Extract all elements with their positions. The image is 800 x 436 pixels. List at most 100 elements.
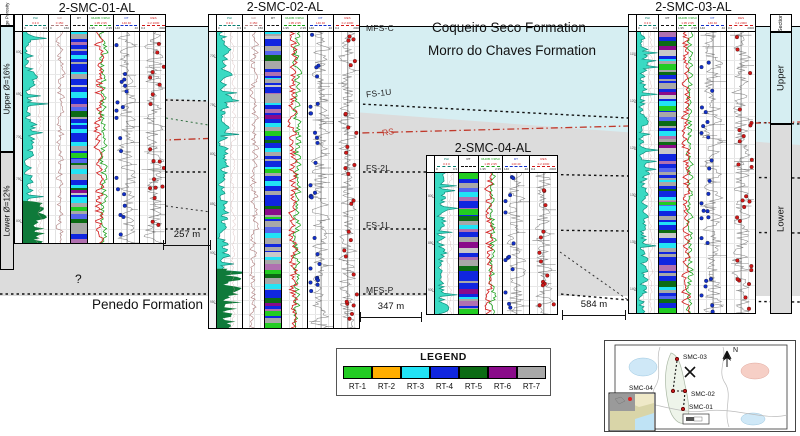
rt-band <box>265 308 281 311</box>
rt-band <box>659 60 676 65</box>
log-track-rhob-nphi[interactable] <box>282 32 308 328</box>
red-data-point <box>346 171 351 176</box>
log-track-caliper[interactable] <box>243 32 265 328</box>
log-track-rt-lithology[interactable] <box>71 32 88 243</box>
rt-band <box>265 35 281 39</box>
log-track-dt-blue[interactable] <box>114 32 140 243</box>
log-track-caliper[interactable] <box>49 32 71 243</box>
grid-line-h <box>308 46 333 48</box>
rt-band <box>265 77 281 80</box>
rt-band <box>71 139 87 142</box>
rt-band <box>659 196 676 200</box>
depth-label: 750 <box>16 176 22 181</box>
rt-band <box>71 211 87 214</box>
log-track-dt-blue[interactable] <box>699 32 727 313</box>
blue-data-point <box>508 193 513 198</box>
log-track-porosity[interactable] <box>435 173 459 314</box>
blue-data-point <box>121 214 126 219</box>
grid-line-h <box>308 187 333 189</box>
grid-line-h <box>114 186 139 188</box>
log-track-rhob-nphi[interactable] <box>88 32 114 243</box>
map-marker-smc-04[interactable] <box>671 389 675 393</box>
red-data-point <box>748 71 753 76</box>
rt-band <box>265 251 281 253</box>
left-section-header: Average Porosity <box>0 3 14 37</box>
grid-line-v <box>254 32 255 328</box>
log-track-res-red[interactable] <box>334 32 359 328</box>
rt-band <box>265 238 281 244</box>
rt-band <box>71 73 87 79</box>
track-curve-res-red <box>730 32 754 313</box>
log-track-rhob-nphi[interactable] <box>479 173 503 314</box>
blue-data-point <box>309 195 314 200</box>
log-track-porosity[interactable] <box>637 32 659 313</box>
rt-band <box>265 151 281 156</box>
grid-line-h <box>23 186 48 188</box>
log-track-dt-blue[interactable] <box>503 173 530 314</box>
log-track-rt-lithology[interactable] <box>265 32 282 328</box>
log-track-dt-blue[interactable] <box>308 32 334 328</box>
log-track-porosity[interactable] <box>23 32 49 243</box>
red-data-point <box>342 248 347 253</box>
log-track-rt-lithology[interactable] <box>659 32 677 313</box>
map-marker-smc-02[interactable] <box>683 389 687 393</box>
track-curve-dt-blue <box>699 32 726 313</box>
log-track-rhob-nphi[interactable] <box>677 32 699 313</box>
rt-band <box>71 78 87 85</box>
blue-data-point <box>699 105 704 110</box>
log-track-res-red[interactable] <box>140 32 165 243</box>
red-data-point <box>346 38 351 43</box>
blue-data-point <box>710 303 715 308</box>
grid-line-h <box>699 214 726 216</box>
rt-band <box>265 118 281 124</box>
grid-line-h <box>308 229 333 231</box>
rt-band <box>265 161 281 166</box>
log-track-porosity[interactable] <box>217 32 243 328</box>
blue-data-point <box>312 190 317 195</box>
grid-line-h <box>217 187 242 189</box>
rt-band <box>71 227 87 234</box>
map-marker-smc-01[interactable] <box>681 407 685 411</box>
red-data-point <box>354 130 359 135</box>
track-header-title: DT <box>124 16 129 20</box>
grid-line-h <box>334 271 359 273</box>
grid-line-h <box>503 285 529 287</box>
log-track-res-red[interactable] <box>530 173 557 314</box>
grid-line-v <box>42 32 44 243</box>
red-data-point <box>348 238 353 243</box>
grid-line-h <box>217 144 242 146</box>
depth-label: 1200 <box>630 99 637 104</box>
log-track-res-red[interactable] <box>727 32 755 313</box>
grid-line-h <box>637 284 658 286</box>
location-map[interactable]: SMC-03 SMC-04 SMC-02 SMC-01 N <box>604 340 796 432</box>
rt-band <box>659 139 676 143</box>
blue-data-point <box>315 101 320 106</box>
red-data-point <box>349 201 354 206</box>
blue-data-point <box>308 104 313 109</box>
red-data-point <box>749 157 754 162</box>
grid-line-h <box>88 130 113 132</box>
log-track-rt-lithology[interactable] <box>459 173 479 314</box>
blue-data-point <box>709 158 714 163</box>
grid-line-h <box>503 271 529 273</box>
map-marker-smc-03[interactable] <box>675 357 679 361</box>
rt-band <box>71 92 87 99</box>
grid-line-h <box>334 313 359 315</box>
legend-label-rt-4: RT-4 <box>435 382 454 391</box>
track-curve-dt-blue <box>114 32 139 243</box>
red-data-point <box>150 92 155 97</box>
blue-data-point <box>114 175 119 180</box>
